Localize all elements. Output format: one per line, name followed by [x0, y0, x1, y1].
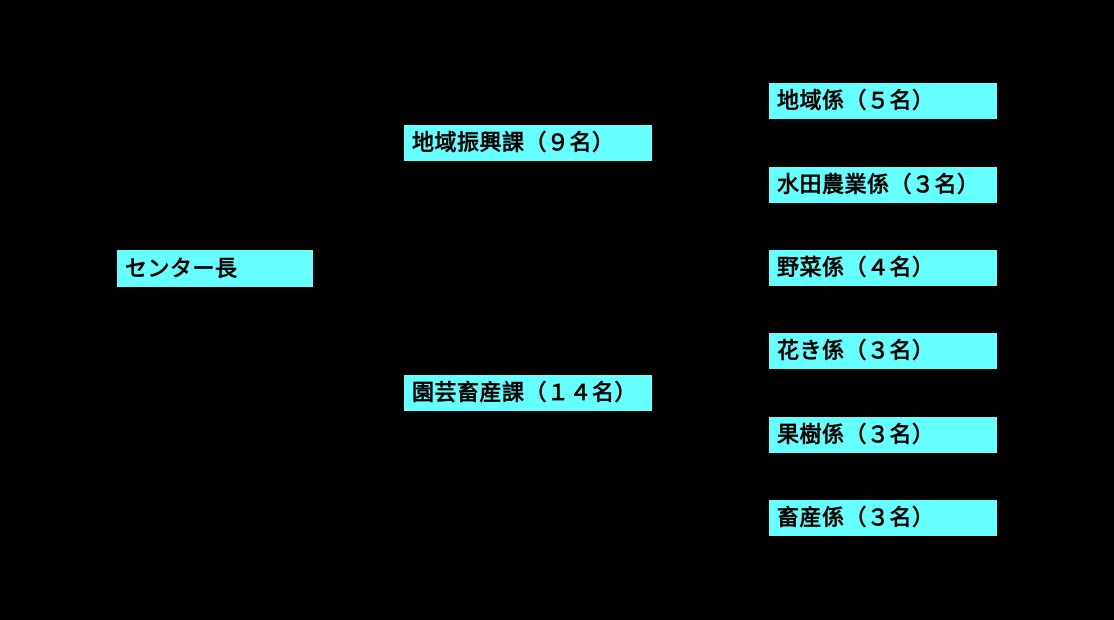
org-node-center-director: センター長 — [117, 250, 313, 287]
org-node-label: センター長 — [125, 255, 238, 281]
org-node-label: 水田農業係（３名） — [777, 172, 980, 197]
org-node-vegetable-section: 野菜係（４名） — [769, 250, 997, 286]
org-node-paddy-field-agriculture-section: 水田農業係（３名） — [769, 167, 997, 203]
org-node-regional-section: 地域係（５名） — [769, 83, 997, 119]
org-node-label: 畜産係（３名） — [777, 505, 935, 530]
org-node-label: 地域振興課（９名） — [412, 130, 615, 155]
org-node-label: 野菜係（４名） — [777, 255, 935, 280]
org-node-horticulture-livestock-division: 園芸畜産課（１４名） — [404, 375, 652, 411]
org-node-label: 園芸畜産課（１４名） — [412, 380, 638, 405]
org-node-label: 果樹係（３名） — [777, 422, 935, 447]
org-node-flower-section: 花き係（３名） — [769, 333, 997, 369]
org-node-livestock-section: 畜産係（３名） — [769, 500, 997, 536]
org-node-fruit-tree-section: 果樹係（３名） — [769, 417, 997, 453]
org-node-regional-promotion-division: 地域振興課（９名） — [404, 125, 652, 161]
org-node-label: 花き係（３名） — [777, 338, 935, 363]
org-node-label: 地域係（５名） — [777, 88, 935, 113]
